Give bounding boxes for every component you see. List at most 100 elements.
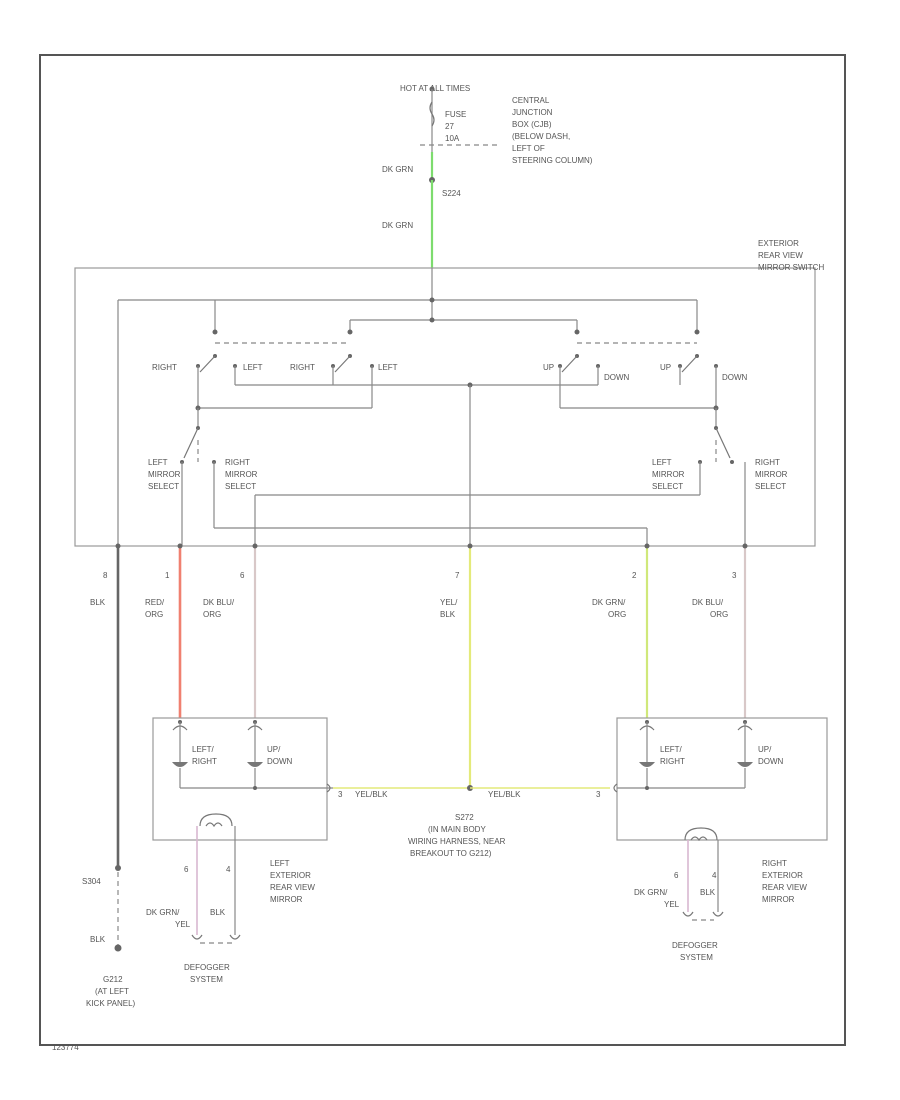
left-mirror-connectors — [172, 720, 263, 731]
svg-text:MIRROR: MIRROR — [225, 470, 258, 479]
svg-text:EXTERIOR: EXTERIOR — [762, 871, 803, 880]
left-motor2-label-a: UP/ — [267, 745, 281, 754]
wire-color-dk-blu-org-r-2: ORG — [710, 610, 728, 619]
wire-color-dk-blu-org-l-2: ORG — [203, 610, 221, 619]
ground-g212-icon — [114, 944, 122, 952]
right-mirror-box — [616, 717, 828, 841]
left-mirror-motor-up-down — [247, 722, 263, 788]
svg-text:RIGHT: RIGHT — [762, 859, 787, 868]
svg-text:RIGHT: RIGHT — [755, 458, 780, 467]
svg-text:LEFT: LEFT — [270, 859, 290, 868]
svg-text:LEFT: LEFT — [652, 458, 672, 467]
svg-text:LEFT: LEFT — [148, 458, 168, 467]
wire-color-blk: BLK — [90, 598, 106, 607]
svg-text:SELECT: SELECT — [148, 482, 179, 491]
svg-text:REAR VIEW: REAR VIEW — [270, 883, 315, 892]
wire-color-red-org-1: RED/ — [145, 598, 165, 607]
right-mirror-pin3: 3 — [596, 790, 601, 799]
switch-label-left-2: LEFT — [378, 363, 398, 372]
left-motor1-label-a: LEFT/ — [192, 745, 215, 754]
svg-text:STEERING COLUMN): STEERING COLUMN) — [512, 156, 593, 165]
up-down-switch-contacts — [558, 354, 718, 409]
right-motor2-label-a: UP/ — [758, 745, 772, 754]
left-mirror-select-label-b: LEFT MIRROR SELECT — [652, 458, 685, 491]
switch-connector-pins — [115, 543, 748, 549]
svg-text:(AT LEFT: (AT LEFT — [95, 987, 129, 996]
pin-number-3: 3 — [732, 571, 737, 580]
exterior-mirror-switch-box — [74, 267, 816, 547]
hot-at-all-times-label: HOT AT ALL TIMES — [400, 84, 470, 93]
left-mirror-motor-left-right — [172, 722, 188, 788]
left-right-switch-contacts — [196, 354, 374, 409]
diagram-id: 123774 — [52, 1043, 79, 1052]
left-mirror-ground-wire: YEL/BLK — [355, 790, 388, 799]
left-heater-wire-b: BLK — [210, 908, 226, 917]
right-mirror-name: RIGHT EXTERIOR REAR VIEW MIRROR — [762, 859, 807, 904]
right-heater-wire-b: BLK — [700, 888, 716, 897]
wire-label-dk-grn-2: DK GRN — [382, 221, 413, 230]
switch-label-up-1: UP — [543, 363, 554, 372]
left-mirror-name: LEFT EXTERIOR REAR VIEW MIRROR — [270, 859, 315, 904]
switch-label-up-2: UP — [660, 363, 671, 372]
wire-label-dk-grn-1: DK GRN — [382, 165, 413, 174]
switch-label-left-1: LEFT — [243, 363, 263, 372]
right-mirror-select-label-b: RIGHT MIRROR SELECT — [755, 458, 788, 491]
splice-s304-node — [115, 865, 121, 871]
right-motor1-label-a: LEFT/ — [660, 745, 683, 754]
left-heater-wire-a-2: YEL — [175, 920, 191, 929]
right-heater-wire-a-1: DK GRN/ — [634, 888, 668, 897]
switch-label-right-1: RIGHT — [152, 363, 177, 372]
svg-text:REAR VIEW: REAR VIEW — [758, 251, 803, 260]
right-motor1-label-b: RIGHT — [660, 757, 685, 766]
right-defogger-connector — [682, 911, 724, 917]
right-heater-pin-b: 4 — [712, 871, 717, 880]
right-mirror-select-label-a: RIGHT MIRROR SELECT — [225, 458, 258, 491]
svg-text:MIRROR: MIRROR — [270, 895, 303, 904]
ground-wire-color: BLK — [90, 935, 106, 944]
fuse-amperage: 10A — [445, 134, 460, 143]
left-mirror-pin3: 3 — [338, 790, 343, 799]
svg-text:MIRROR: MIRROR — [148, 470, 181, 479]
svg-text:REAR VIEW: REAR VIEW — [762, 883, 807, 892]
wire-color-dk-grn-org-1: DK GRN/ — [592, 598, 626, 607]
svg-text:EXTERIOR: EXTERIOR — [758, 239, 799, 248]
right-motor2-label-b: DOWN — [758, 757, 784, 766]
svg-text:WIRING HARNESS, NEAR: WIRING HARNESS, NEAR — [408, 837, 506, 846]
wire-color-dk-blu-org-r-1: DK BLU/ — [692, 598, 724, 607]
splice-s224-label: S224 — [442, 189, 461, 198]
switch-label-down-1: DOWN — [604, 373, 630, 382]
right-mirror-motor-left-right — [639, 722, 655, 788]
svg-text:BREAKOUT TO G212): BREAKOUT TO G212) — [410, 849, 492, 858]
svg-text:KICK PANEL): KICK PANEL) — [86, 999, 136, 1008]
wire-color-dk-blu-org-l-1: DK BLU/ — [203, 598, 235, 607]
left-mirror-select-contacts — [117, 405, 700, 546]
svg-text:SELECT: SELECT — [652, 482, 683, 491]
right-defogger-label-a: DEFOGGER — [672, 941, 718, 950]
svg-text:RIGHT: RIGHT — [225, 458, 250, 467]
switch-label-down-2: DOWN — [722, 373, 748, 382]
right-mirror-pin3-connector — [613, 783, 618, 793]
svg-text:MIRROR: MIRROR — [755, 470, 788, 479]
left-motor2-label-b: DOWN — [267, 757, 293, 766]
svg-text:SELECT: SELECT — [225, 482, 256, 491]
svg-text:(BELOW DASH,: (BELOW DASH, — [512, 132, 570, 141]
left-mirror-heater-icon — [199, 813, 233, 827]
right-mirror-motor-up-down — [737, 722, 753, 788]
ground-g212-label: G212 (AT LEFT KICK PANEL) — [86, 975, 136, 1008]
fuse-label: FUSE — [445, 110, 466, 119]
left-mirror-box — [152, 717, 328, 841]
pin-number-7: 7 — [455, 571, 460, 580]
splice-s304-label: S304 — [82, 877, 101, 886]
right-mirror-ground-wire: YEL/BLK — [488, 790, 521, 799]
left-defogger-label-a: DEFOGGER — [184, 963, 230, 972]
right-mirror-connectors — [639, 720, 753, 731]
right-heater-wire-a-2: YEL — [664, 900, 680, 909]
right-heater-pin-a: 6 — [674, 871, 679, 880]
cjb-label: CENTRAL JUNCTION BOX (CJB) (BELOW DASH, … — [512, 96, 593, 165]
svg-text:LEFT OF: LEFT OF — [512, 144, 545, 153]
svg-text:EXTERIOR: EXTERIOR — [270, 871, 311, 880]
svg-text:SELECT: SELECT — [755, 482, 786, 491]
svg-text:CENTRAL: CENTRAL — [512, 96, 550, 105]
svg-text:BOX (CJB): BOX (CJB) — [512, 120, 552, 129]
